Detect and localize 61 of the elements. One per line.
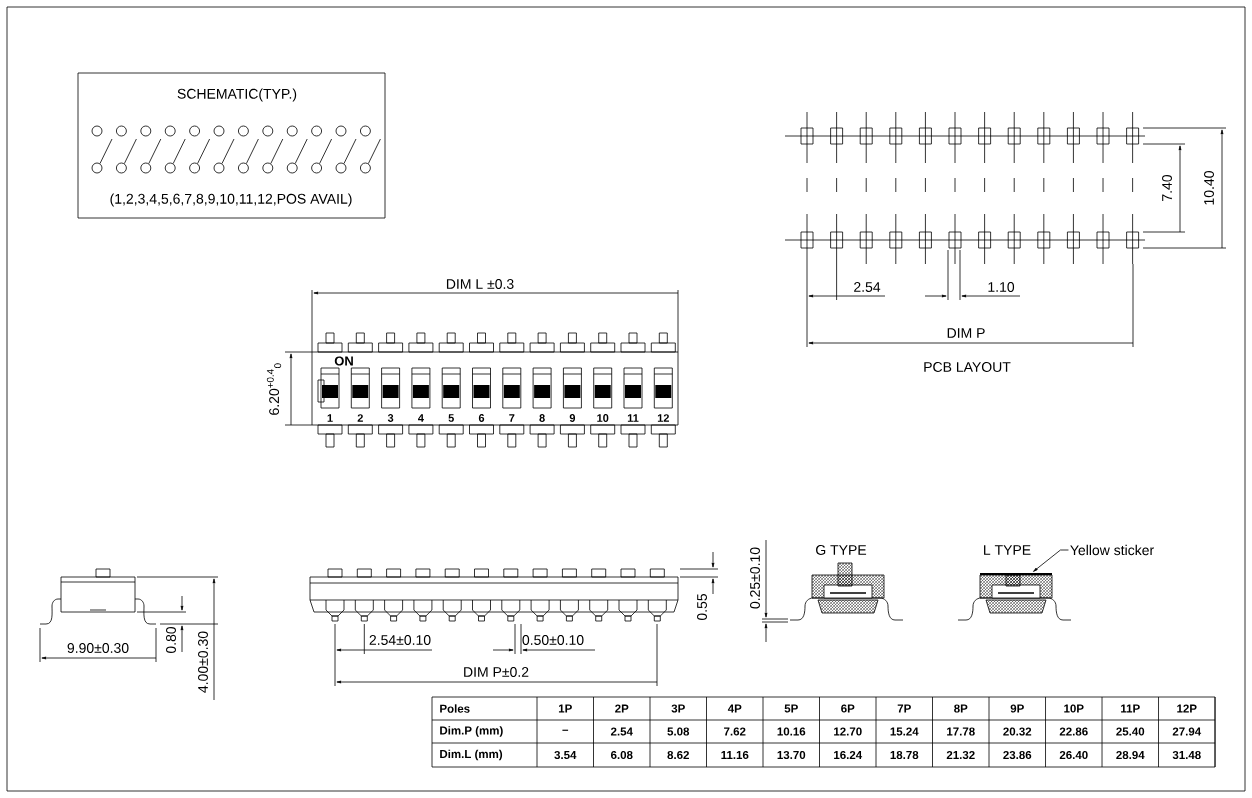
- table-entry: 12.70: [834, 727, 862, 736]
- leader-line: [1033, 549, 1069, 572]
- dimension-text: 0.25±0.10: [750, 547, 760, 609]
- table-entry: 2P: [615, 704, 629, 713]
- dimension-text: 10.40: [1204, 171, 1214, 205]
- table-entry: 3P: [671, 704, 685, 713]
- table-entry: 1P: [558, 704, 572, 713]
- dimension-text: PCB LAYOUT: [924, 362, 1011, 372]
- dimension-text: 6.20$^{+0.4}$0: [266, 363, 282, 415]
- table-entry: 22.86: [1059, 727, 1088, 736]
- switch-body: ON 1 2 3 4 5 6 7 8 9 10 11 12: [311, 351, 679, 426]
- dimension-text: 0.80: [166, 626, 176, 654]
- table-entry: 18.78: [890, 750, 919, 760]
- table-entry: 5P: [784, 704, 798, 713]
- table-entry: 28.94: [1116, 750, 1145, 760]
- table-entry: 17.78: [947, 727, 975, 736]
- table-entry: 26.40: [1059, 750, 1088, 760]
- dimension-text: 7.40: [1162, 174, 1172, 201]
- table-entry: 10P: [1064, 704, 1084, 713]
- table-entry: 7P: [897, 704, 911, 713]
- dimension-text: 0.50±0.10: [522, 635, 584, 645]
- table-entry: 8P: [954, 704, 968, 713]
- table-entry: 9P: [1010, 704, 1024, 713]
- table-entry: 13.70: [777, 750, 806, 760]
- table-entry: Dim.P (mm): [440, 726, 503, 737]
- table-entry: 31.48: [1172, 750, 1201, 760]
- table-entry: 6P: [841, 704, 855, 713]
- table-entry: 23.86: [1003, 750, 1032, 760]
- dimension-text: 1.10: [988, 282, 1015, 292]
- table-entry: 6.08: [611, 750, 633, 760]
- table-entry: 4P: [727, 704, 742, 713]
- dimension-text: DIM P: [947, 328, 985, 338]
- table-entry: Poles: [440, 704, 470, 713]
- table-entry: 16.24: [834, 750, 863, 760]
- dimension-text: DIM L ±0.3: [446, 279, 514, 289]
- table-entry: 8.62: [667, 750, 689, 760]
- table-entry: 12P: [1177, 704, 1197, 713]
- table-entry: 11.16: [721, 750, 749, 760]
- dimension-text: 2.54: [854, 282, 881, 292]
- dimension-text: 0.55: [697, 593, 707, 621]
- table-entry: 10.16: [777, 727, 806, 736]
- dimension-text: 2.54±0.10: [369, 635, 431, 645]
- table-entry: 11P: [1121, 704, 1140, 713]
- table-entry: 7.62: [724, 727, 746, 736]
- table-entry: 21.32: [946, 750, 975, 760]
- table-entry: 5.08: [667, 727, 690, 736]
- table-entry: 3.54: [554, 750, 577, 760]
- view-title: G TYPE: [816, 545, 867, 555]
- dimension-text: 4.00±0.30: [198, 631, 208, 693]
- view-title: L TYPE: [984, 545, 1031, 555]
- table-entry: Dim.L (mm): [440, 749, 503, 761]
- table-entry: 20.32: [1003, 727, 1032, 736]
- dimension-text: DIM P±0.2: [464, 667, 529, 677]
- table-entry: 27.94: [1172, 727, 1202, 736]
- schematic-box: SCHEMATIC(TYP.) (1,2,3,4,5,6,7,8,9,10,11,12,POS AVAIL): [77, 72, 386, 219]
- table-entry: 25.40: [1116, 727, 1145, 736]
- dimension-text: 9.90±0.30: [67, 643, 129, 653]
- table-entry: 2.54: [610, 727, 633, 736]
- table-entry: 15.24: [890, 727, 919, 736]
- table-entry: –: [562, 729, 569, 731]
- callout-text: Yellow sticker: [1070, 544, 1154, 556]
